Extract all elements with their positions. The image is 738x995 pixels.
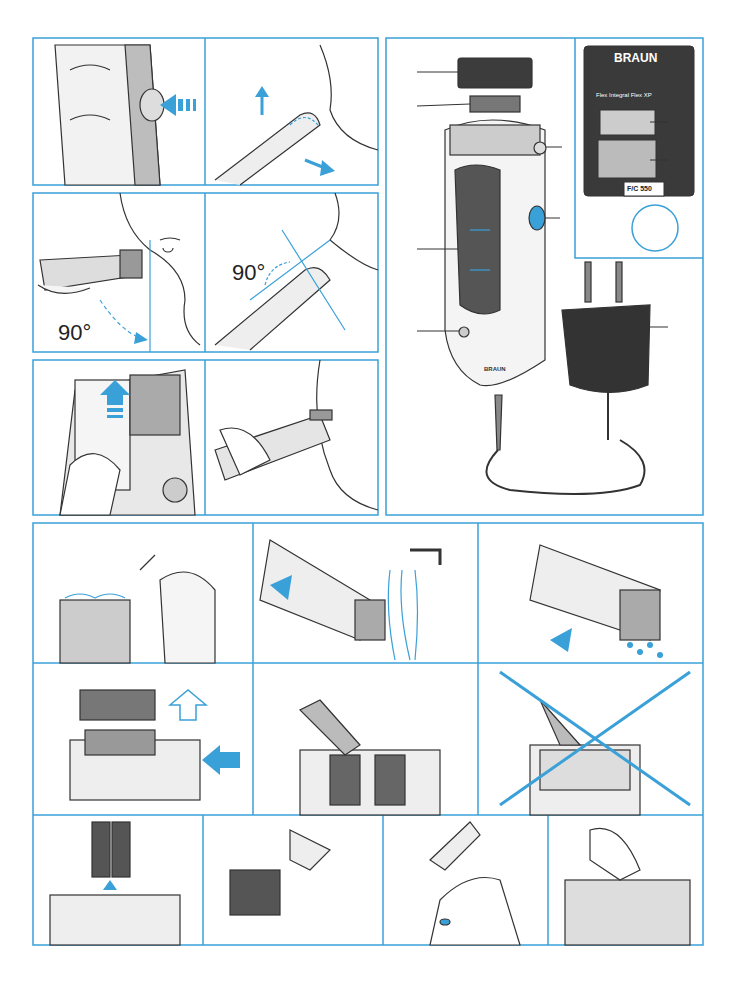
printed-label: BRAUN	[614, 52, 657, 64]
printed-label: BRAUN	[484, 366, 506, 372]
printed-label: Flex Integral Flex XP	[596, 92, 652, 98]
face-shaving-figure	[38, 193, 200, 352]
trimmer-figure	[60, 370, 195, 515]
panel-frames	[33, 38, 703, 945]
leader-lines	[417, 72, 668, 331]
sideburn-trimming-figure	[215, 360, 378, 510]
press-arrow	[160, 94, 196, 116]
spare-parts-pack	[584, 46, 694, 251]
printed-label: 90°	[232, 262, 265, 284]
chin-shaving-figure	[215, 193, 378, 350]
arrows-and-cross	[170, 672, 690, 805]
cutter-and-oil-figures	[50, 822, 690, 945]
insert-arrow	[103, 880, 117, 890]
neck-shaving-figure	[215, 45, 378, 185]
slide-arrow	[100, 380, 130, 418]
shaver-switch-figure	[55, 45, 164, 185]
press-arrows	[270, 575, 663, 658]
motion-arrows	[255, 86, 335, 176]
oil-and-rinse-figures	[60, 540, 660, 663]
printed-label: 90°	[58, 322, 91, 344]
printed-label: F/C 550	[627, 185, 652, 192]
